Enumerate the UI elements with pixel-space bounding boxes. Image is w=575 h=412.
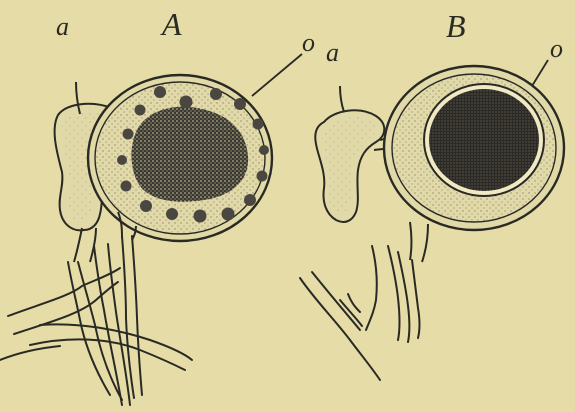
label-o-left: o — [302, 30, 315, 56]
panel-a-hyphae — [0, 236, 192, 405]
panel-b-drawing — [300, 60, 564, 380]
panel-a-drawing — [0, 54, 302, 405]
label-panel-a: A — [162, 8, 182, 40]
label-o-right: o — [550, 36, 563, 62]
label-panel-b: B — [446, 10, 466, 42]
label-a-left: a — [56, 14, 69, 40]
panel-b-hyphae — [300, 246, 420, 380]
oospore-right — [429, 89, 539, 191]
label-a-right: a — [326, 40, 339, 66]
